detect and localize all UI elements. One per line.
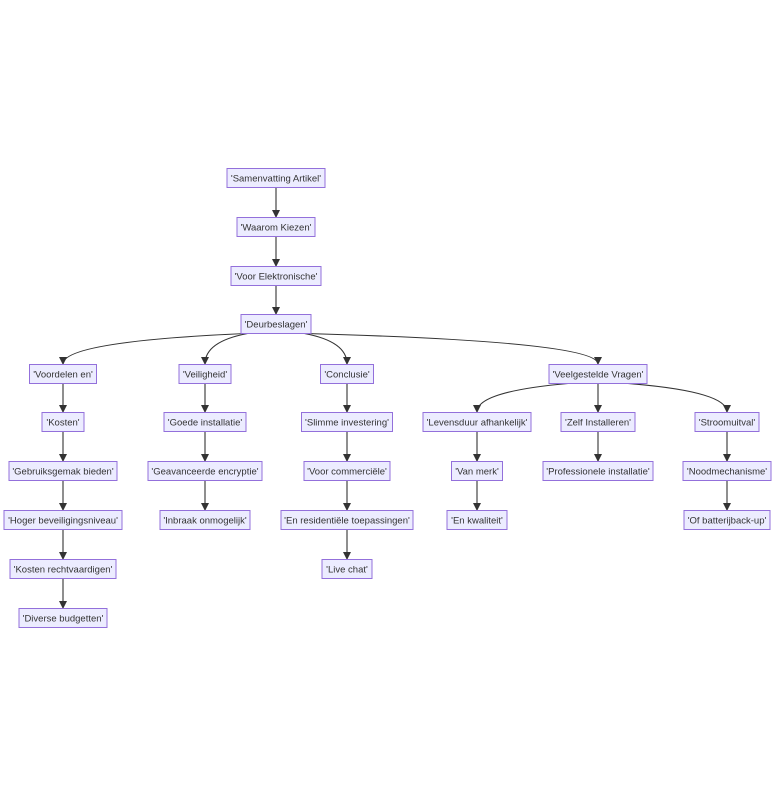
node-label: 'Zelf Installeren': [565, 418, 631, 429]
node-box: [301, 412, 393, 432]
node-label: 'Voordelen en': [33, 370, 93, 381]
node-slimme: 'Slimme investering': [301, 412, 393, 432]
node-vanmerk: 'Van merk': [451, 461, 503, 481]
node-label: 'Slimme investering': [305, 418, 389, 429]
node-label: 'Goede installatie': [168, 418, 243, 429]
node-box: [451, 461, 503, 481]
node-voordelen: 'Voordelen en': [29, 364, 97, 384]
node-box: [236, 217, 316, 237]
edge-deurbeslagen-to-veiligheid: [201, 332, 248, 365]
node-elektronische: 'Voor Elektronische': [230, 266, 322, 286]
node-label: 'Levensduur afhankelijk': [427, 418, 528, 429]
node-label: 'Hoger beveiligingsniveau': [8, 516, 118, 527]
edge-faq-to-stroomuitval: [627, 382, 731, 413]
node-label: 'Samenvatting Artikel': [231, 174, 321, 185]
node-label: 'Veiligheid': [183, 370, 227, 381]
node-goede: 'Goede installatie': [163, 412, 247, 432]
node-box: [560, 412, 636, 432]
node-label: 'Deurbeslagen': [245, 320, 308, 331]
node-veiligheid: 'Veiligheid': [178, 364, 232, 384]
node-box: [178, 364, 232, 384]
node-residentiele: 'En residentiële toepassingen': [280, 510, 414, 530]
node-deurbeslagen: 'Deurbeslagen': [240, 314, 312, 334]
node-box: [8, 461, 118, 481]
node-box: [41, 412, 85, 432]
node-box: [446, 510, 508, 530]
node-professionele: 'Professionele installatie': [542, 461, 654, 481]
node-box: [320, 364, 374, 384]
node-box: [230, 266, 322, 286]
node-label: 'Inbraak onmogelijk': [163, 516, 247, 527]
node-stroomuitval: 'Stroomuitval': [694, 412, 760, 432]
node-hoger: 'Hoger beveiligingsniveau': [3, 510, 123, 530]
node-label: 'En residentiële toepassingen': [284, 516, 410, 527]
node-gebruiksgemak: 'Gebruiksgemak bieden': [8, 461, 118, 481]
node-label: 'Van merk': [455, 467, 499, 478]
node-kosten: 'Kosten': [41, 412, 85, 432]
node-label: 'Diverse budgetten': [23, 614, 104, 625]
node-inbraak: 'Inbraak onmogelijk': [159, 510, 251, 530]
node-box: [18, 608, 108, 628]
edge-deurbeslagen-to-faq: [305, 332, 602, 365]
node-label: 'Professionele installatie': [546, 467, 650, 478]
node-box: [422, 412, 532, 432]
edge-faq-to-levensduur: [473, 382, 569, 413]
node-box: [542, 461, 654, 481]
node-label: 'Stroomuitval': [699, 418, 756, 429]
node-faq: 'Veelgestelde Vragen': [548, 364, 648, 384]
node-label: 'En kwaliteit': [451, 516, 503, 527]
node-waarom: 'Waarom Kiezen': [236, 217, 316, 237]
node-label: 'Geavanceerde encryptie': [151, 467, 258, 478]
node-label: 'Conclusie': [324, 370, 370, 381]
node-samenvatting: 'Samenvatting Artikel': [226, 168, 326, 188]
edges-layer: [59, 187, 731, 609]
node-label: 'Kosten': [46, 418, 79, 429]
node-box: [3, 510, 123, 530]
node-label: 'Live chat': [326, 565, 368, 576]
node-box: [240, 314, 312, 334]
node-batterij: 'Of batterijback-up': [683, 510, 771, 530]
node-label: 'Veelgestelde Vragen': [553, 370, 644, 381]
node-label: 'Of batterijback-up': [688, 516, 767, 527]
node-conclusie: 'Conclusie': [320, 364, 374, 384]
edge-deurbeslagen-to-conclusie: [304, 332, 351, 365]
node-box: [280, 510, 414, 530]
node-kostenrecht: 'Kosten rechtvaardigen': [9, 559, 117, 579]
node-commerciele: 'Voor commerciële': [303, 461, 391, 481]
node-box: [147, 461, 263, 481]
node-box: [321, 559, 373, 579]
node-box: [694, 412, 760, 432]
node-kwaliteit: 'En kwaliteit': [446, 510, 508, 530]
node-label: 'Kosten rechtvaardigen': [14, 565, 113, 576]
node-box: [683, 510, 771, 530]
node-label: 'Noodmechanisme': [687, 467, 767, 478]
node-geavanceerde: 'Geavanceerde encryptie': [147, 461, 263, 481]
node-box: [9, 559, 117, 579]
node-box: [163, 412, 247, 432]
node-box: [303, 461, 391, 481]
node-zelf: 'Zelf Installeren': [560, 412, 636, 432]
node-box: [548, 364, 648, 384]
edge-deurbeslagen-to-voordelen: [59, 332, 247, 365]
node-box: [159, 510, 251, 530]
node-levensduur: 'Levensduur afhankelijk': [422, 412, 532, 432]
node-label: 'Voor commerciële': [307, 467, 387, 478]
node-noodmechanisme: 'Noodmechanisme': [682, 461, 772, 481]
node-box: [29, 364, 97, 384]
node-box: [682, 461, 772, 481]
node-box: [226, 168, 326, 188]
node-label: 'Voor Elektronische': [235, 272, 318, 283]
node-label: 'Waarom Kiezen': [241, 223, 312, 234]
nodes-layer: 'Samenvatting Artikel' 'Waarom Kiezen' 'Vo…: [3, 168, 772, 628]
node-diverse: 'Diverse budgetten': [18, 608, 108, 628]
node-livechat: 'Live chat': [321, 559, 373, 579]
node-label: 'Gebruiksgemak bieden': [12, 467, 114, 478]
